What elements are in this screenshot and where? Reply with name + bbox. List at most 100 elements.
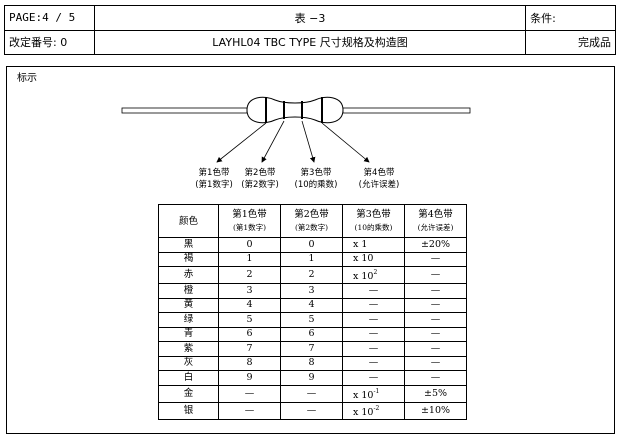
header-band-4-label: 第4色带 (418, 209, 453, 220)
cell-band-3-exponent: -2 (373, 404, 380, 412)
cell-band-1: 5 (218, 312, 281, 328)
cell-band-4: — (404, 266, 467, 284)
cell-band-3: — (342, 297, 405, 313)
document-title: LAYHL04 TBC TYPE 尺寸规格及构造图 (93, 29, 527, 55)
cell-band-3-text: x 10 (353, 389, 374, 401)
cell-band-1-text: 5 (246, 313, 253, 325)
cell-band-2: 8 (280, 355, 343, 371)
cell-color: 黄 (158, 297, 219, 313)
cell-band-2: — (280, 384, 343, 403)
cell-band-4: — (404, 297, 467, 313)
callout-band-3-title: 第3色带 (300, 168, 332, 178)
cell-color: 赤 (158, 266, 219, 284)
cell-band-4-text: — (430, 328, 441, 340)
cell-color-text: 绿 (183, 313, 194, 325)
cell-band-2-text: 6 (308, 328, 315, 340)
cell-band-3-text: x 1 (353, 238, 368, 250)
cell-band-3-text: x 10 (353, 253, 374, 265)
header-table: PAGE:4 / 5 表 −3 条件: 改定番号: 0 LAYHL04 TBC … (4, 5, 616, 55)
callout-band-3-desc: (10的乘数) (294, 180, 338, 190)
header-band-3-label: 第3色带 (356, 209, 391, 220)
cell-band-2-text: 7 (308, 342, 315, 354)
callout-band-1-title: 第1色带 (198, 168, 230, 178)
cell-band-3-exponent: -1 (373, 387, 380, 395)
cell-color-text: 灰 (183, 357, 194, 369)
cell-band-1: 7 (218, 341, 281, 357)
cell-band-3-text: — (368, 328, 379, 340)
cell-band-2-text: — (306, 404, 317, 416)
cell-band-2: 5 (280, 312, 343, 328)
header-band-1: 第1色带(第1数字) (218, 204, 281, 238)
cell-band-1: 4 (218, 297, 281, 313)
cell-band-3: — (342, 283, 405, 299)
cell-band-1: 9 (218, 370, 281, 386)
header-band-1-label: 第1色带 (232, 209, 267, 220)
cell-band-3: — (342, 370, 405, 386)
cell-color-text: 白 (183, 371, 194, 383)
cell-band-2: 7 (280, 341, 343, 357)
cell-band-4-text: — (430, 313, 441, 325)
cell-band-4: — (404, 370, 467, 386)
cell-band-3: — (342, 326, 405, 342)
callout-band-1-desc: (第1数字) (195, 180, 233, 190)
cell-band-2: — (280, 401, 343, 420)
cell-band-2-text: 9 (308, 371, 315, 383)
cell-band-4-text: — (430, 342, 441, 354)
cell-band-2-text: 5 (308, 313, 315, 325)
cell-band-4: ±5% (404, 384, 467, 403)
cell-band-2: 6 (280, 326, 343, 342)
cell-band-2: 9 (280, 370, 343, 386)
cell-color-text: 紫 (183, 342, 194, 354)
cell-band-2-text: 4 (308, 299, 315, 311)
callout-arrow-3 (301, 120, 316, 163)
cell-band-1: 0 (218, 237, 281, 253)
revision-number: 改定番号: 0 (4, 29, 95, 55)
cell-band-2: 2 (280, 266, 343, 284)
header-band-4: 第4色带 (允许误差) (404, 204, 467, 238)
cell-band-1: 2 (218, 266, 281, 284)
callout-arrow-2 (261, 120, 285, 163)
cell-band-2: 1 (280, 251, 343, 267)
cell-color-text: 黄 (183, 299, 194, 311)
callout-band-2: 第2色带 (第2数字) (230, 167, 290, 191)
cell-band-1-text: 0 (246, 238, 253, 250)
cell-band-4: ±10% (404, 401, 467, 420)
cell-band-1-text: — (244, 387, 255, 399)
table-title: 表 −3 (93, 5, 527, 31)
cell-band-1-text: 1 (246, 253, 253, 265)
cell-band-4-text: — (430, 357, 441, 369)
cell-band-1-text: 9 (246, 371, 253, 383)
header-band-4-sub: (允许误差) (417, 223, 454, 232)
cell-band-3: — (342, 355, 405, 371)
condition-label: 条件: (525, 5, 616, 31)
cell-band-2-text: 8 (308, 357, 315, 369)
header-color-label: 颜色 (178, 215, 198, 227)
cell-band-2-text: 3 (308, 284, 315, 296)
cell-band-1-text: 7 (246, 342, 253, 354)
cell-band-2-text: 2 (308, 269, 315, 280)
cell-band-4: — (404, 341, 467, 357)
cell-band-1-text: 8 (246, 357, 253, 369)
cell-band-4-text: — (430, 253, 441, 265)
resistor-body (246, 96, 344, 124)
header-band-3: 第3色带(10的乘数) (342, 204, 405, 238)
cell-band-1: 3 (218, 283, 281, 299)
cell-band-2: 3 (280, 283, 343, 299)
page-number: PAGE:4 / 5 (4, 5, 95, 31)
cell-band-1: — (218, 384, 281, 403)
cell-color: 金 (158, 384, 219, 403)
cell-color-text: 赤 (183, 269, 194, 280)
header-band-2: 第2色带(第2数字) (280, 204, 343, 238)
cell-color: 白 (158, 370, 219, 386)
cell-band-2-text: 0 (308, 238, 315, 250)
header-color: 颜色 (158, 204, 219, 238)
callout-band-1: 第1色带 (第1数字) (184, 167, 244, 191)
cell-band-4: — (404, 326, 467, 342)
table-row: 金 — — x 10-1 ±5% (158, 384, 467, 403)
cell-band-1-text: 4 (246, 299, 253, 311)
cell-band-3-exponent: 2 (373, 269, 378, 276)
cell-band-4: — (404, 283, 467, 299)
cell-band-4-text: ±5% (423, 387, 448, 399)
callout-band-4: 第4色带 (允许误差) (348, 167, 410, 191)
